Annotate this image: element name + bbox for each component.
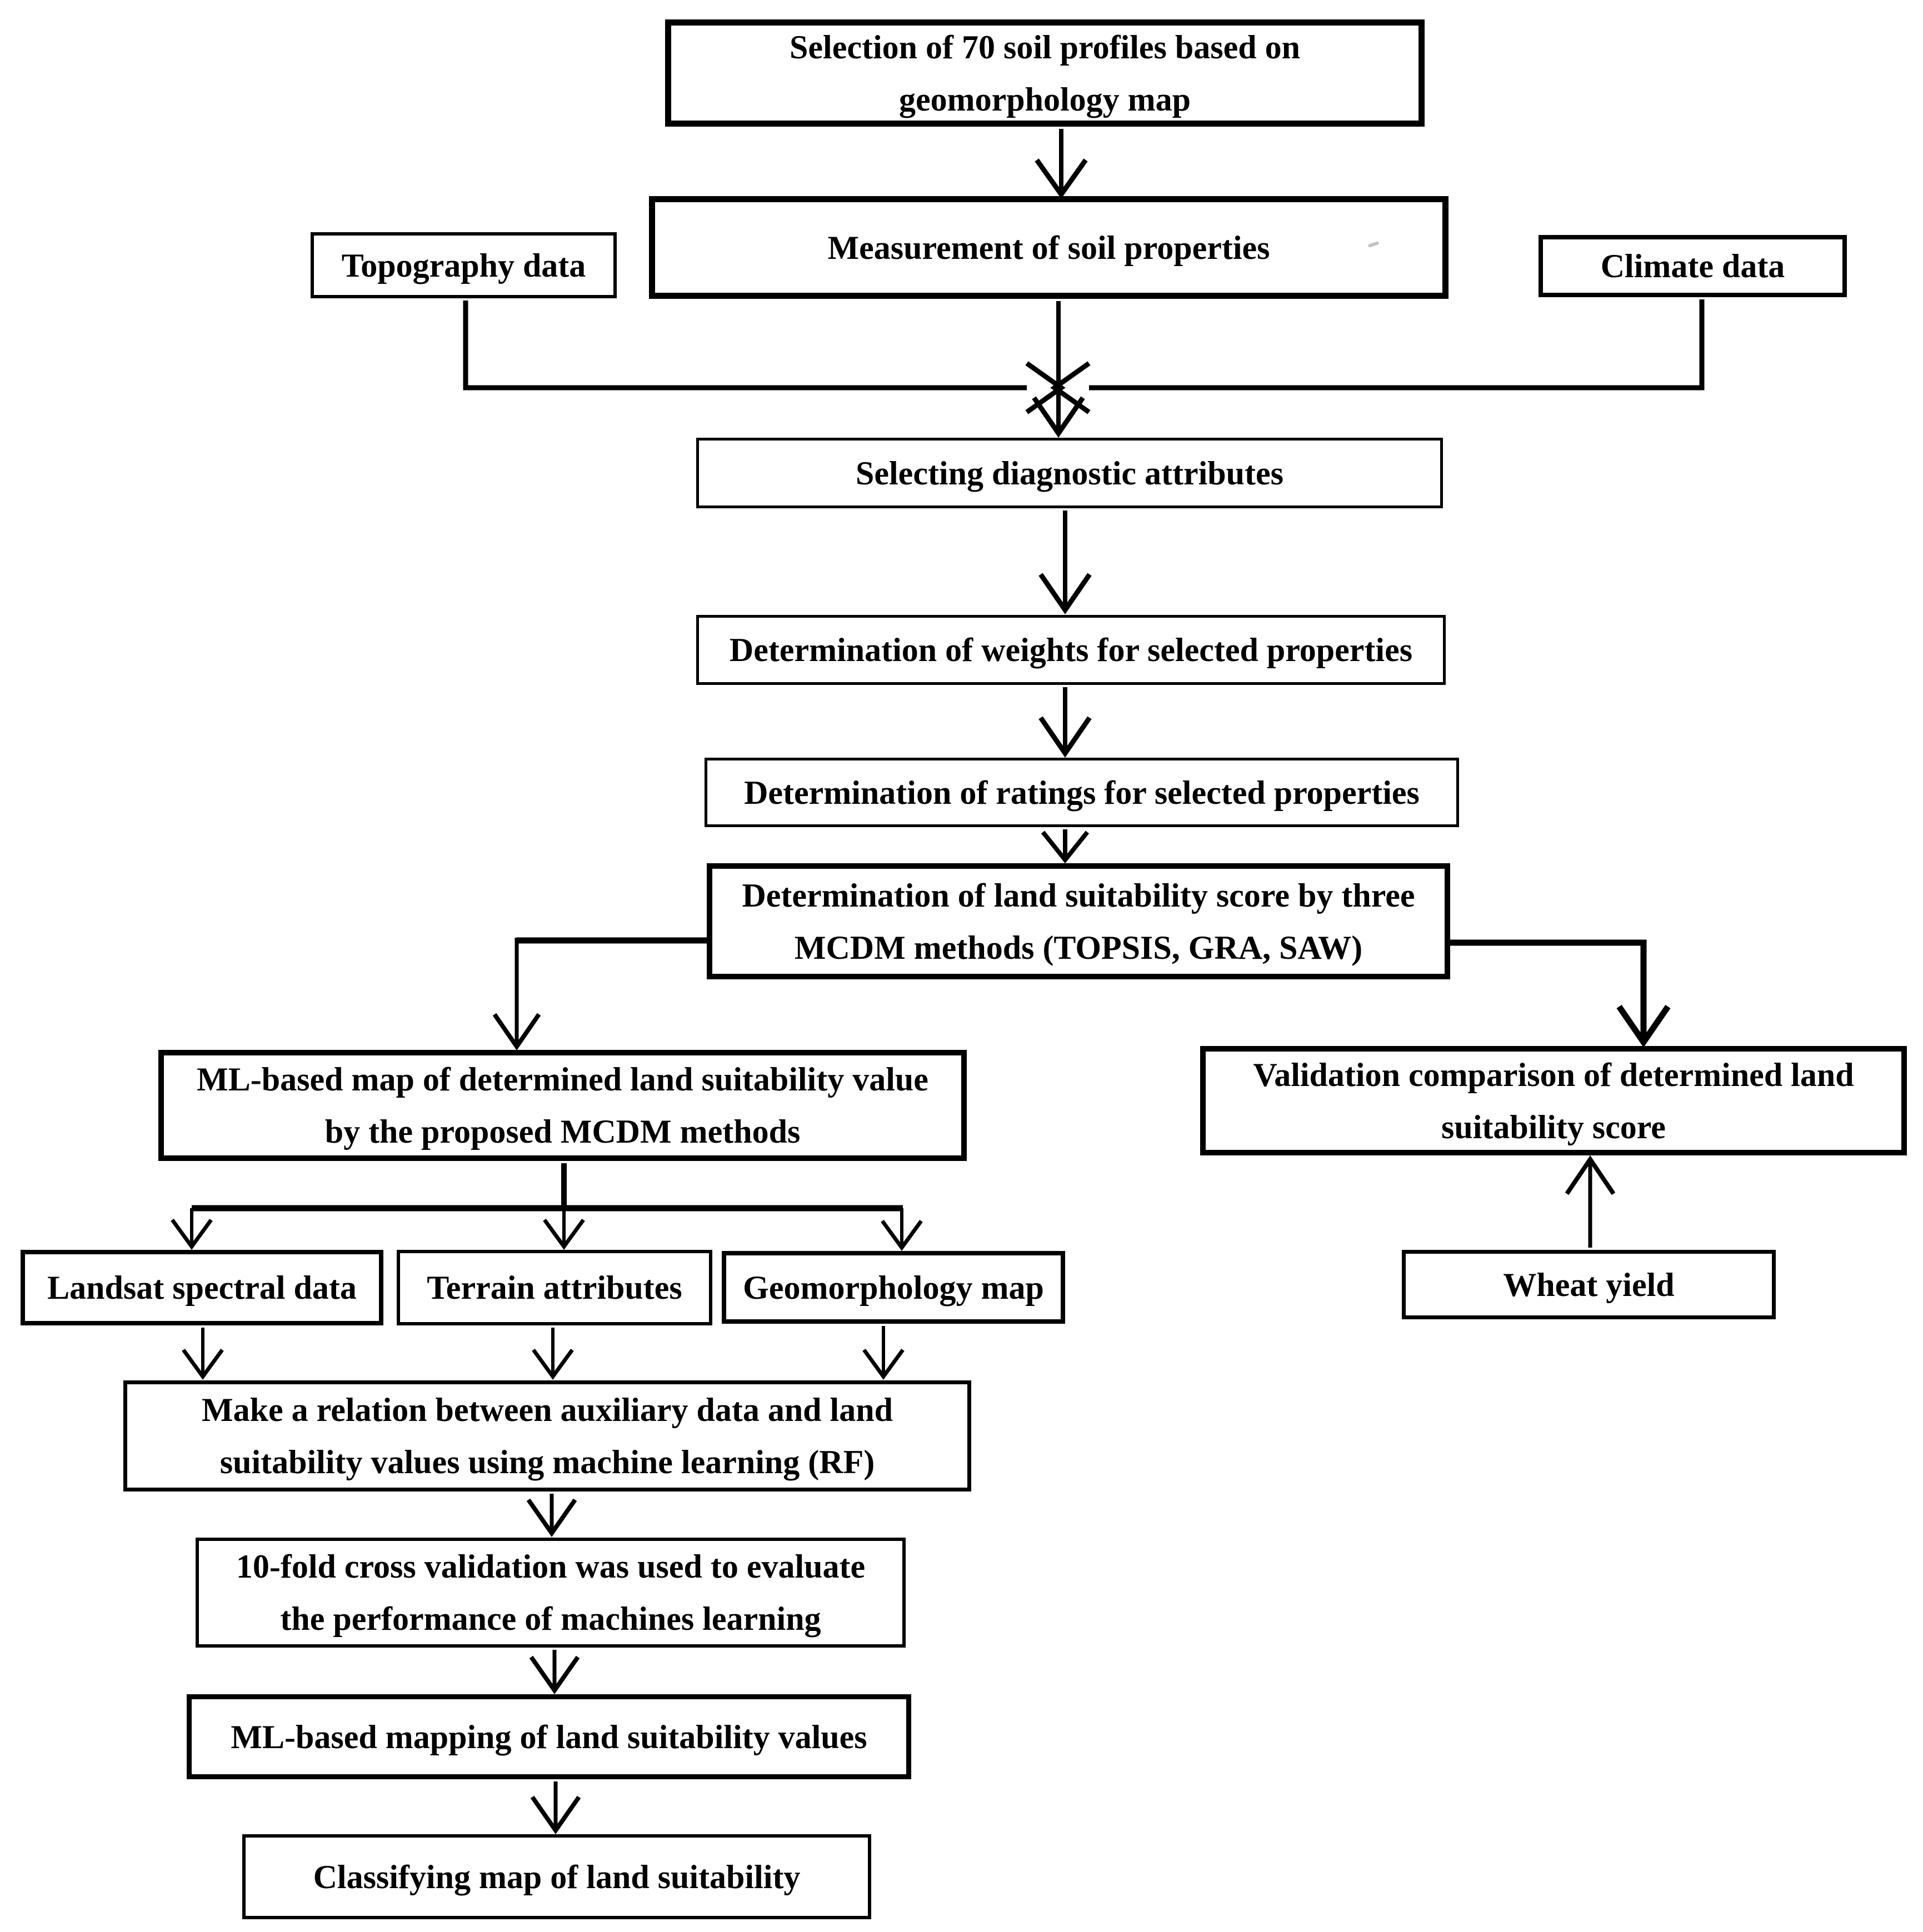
arrow-landsat-to-relation bbox=[182, 1328, 224, 1380]
node-landsat-label: Landsat spectral data bbox=[47, 1269, 357, 1306]
arrow-distribution-to-terrain bbox=[543, 1208, 585, 1250]
arrow-relation-to-crossval bbox=[526, 1494, 577, 1537]
arrowhead-right-icon bbox=[1025, 361, 1066, 414]
node-terrain-attributes: Terrain attributes bbox=[397, 1250, 712, 1325]
node-landsat-spectral-data: Landsat spectral data bbox=[21, 1250, 383, 1325]
arrowhead-down-icon bbox=[1038, 716, 1092, 758]
node-topography-label: Topography data bbox=[341, 247, 586, 284]
arrow-mcdm-to-mlmap bbox=[492, 937, 707, 1051]
node-classify-label: Classifying map of land suitability bbox=[313, 1858, 801, 1895]
node-climate-label: Climate data bbox=[1600, 248, 1785, 284]
arrow-mcdm-to-validation bbox=[1450, 939, 1671, 1048]
arrowhead-down-icon bbox=[171, 1218, 213, 1250]
arrow-climate-to-junction bbox=[1050, 299, 1705, 414]
node-land-suitability-score-mcdm: Determination of land suitability score … bbox=[707, 863, 1450, 979]
arrow-mlmapping-to-classify bbox=[530, 1781, 581, 1834]
arrowhead-up-icon bbox=[1565, 1155, 1616, 1195]
arrowhead-down-icon bbox=[530, 1795, 581, 1834]
arrow-topography-to-junction bbox=[463, 301, 1066, 414]
node-mlmap-label: ML-based map of determined land suitabil… bbox=[197, 1061, 928, 1150]
node-crossval-label: 10-fold cross validation was used to eva… bbox=[236, 1548, 866, 1637]
arrow-terrain-to-relation bbox=[532, 1328, 574, 1380]
arrowhead-down-icon bbox=[1035, 158, 1088, 199]
arrowhead-down-icon bbox=[532, 1348, 574, 1380]
arrowhead-down-icon bbox=[492, 1013, 541, 1051]
node-selection-label: Selection of 70 soil profiles based on g… bbox=[790, 28, 1300, 118]
node-ml-based-map-mcdm: ML-based map of determined land suitabil… bbox=[158, 1050, 967, 1161]
node-relation-label: Make a relation between auxiliary data a… bbox=[202, 1392, 893, 1480]
node-selection-of-soil-profiles: Selection of 70 soil profiles based on g… bbox=[665, 19, 1425, 127]
node-ml-based-mapping: ML-based mapping of land suitability val… bbox=[187, 1694, 911, 1779]
arrow-distribution-to-geomorph bbox=[881, 1208, 923, 1251]
node-validation-comparison: Validation comparison of determined land… bbox=[1200, 1046, 1907, 1155]
arrow-weights-to-ratings bbox=[1038, 687, 1092, 758]
arrowhead-down-icon bbox=[526, 1498, 577, 1537]
arrowhead-left-icon bbox=[1050, 361, 1091, 414]
arrow-shaft bbox=[1450, 939, 1647, 1040]
arrow-shaft bbox=[463, 301, 1027, 391]
node-mlmapping-label: ML-based mapping of land suitability val… bbox=[231, 1718, 867, 1755]
arrowhead-down-icon bbox=[182, 1348, 224, 1380]
node-selecting-label: Selecting diagnostic attributes bbox=[856, 454, 1283, 492]
arrow-crossval-to-mlmapping bbox=[529, 1650, 580, 1694]
node-climate-data: Climate data bbox=[1539, 235, 1847, 297]
arrow-distribution-to-landsat bbox=[171, 1208, 213, 1250]
node-measurement-label: Measurement of soil properties bbox=[827, 229, 1270, 266]
node-wheat-yield: Wheat yield bbox=[1402, 1250, 1776, 1319]
connector-mlmap-distribution bbox=[192, 1163, 903, 1212]
arrowhead-down-icon bbox=[881, 1219, 923, 1251]
node-classifying-map: Classifying map of land suitability bbox=[242, 1834, 871, 1919]
arrow-measurement-to-selecting bbox=[1032, 301, 1085, 438]
arrowhead-down-icon bbox=[1616, 1004, 1671, 1048]
node-mcdm-label: Determination of land suitability score … bbox=[742, 877, 1415, 966]
arrow-selection-to-measurement bbox=[1035, 129, 1088, 199]
arrow-geomorph-to-relation bbox=[862, 1326, 905, 1380]
node-selecting-diagnostic-attributes: Selecting diagnostic attributes bbox=[696, 438, 1443, 508]
node-10-fold-cross-validation: 10-fold cross validation was used to eva… bbox=[196, 1538, 906, 1648]
arrow-ratings-to-mcdm bbox=[1041, 829, 1090, 864]
node-relation-machine-learning: Make a relation between auxiliary data a… bbox=[123, 1380, 971, 1491]
node-wheat-label: Wheat yield bbox=[1503, 1266, 1675, 1303]
node-geomorphology-map: Geomorphology map bbox=[722, 1251, 1065, 1324]
arrowhead-down-icon bbox=[543, 1218, 585, 1250]
arrowhead-down-icon bbox=[1032, 396, 1085, 438]
node-terrain-label: Terrain attributes bbox=[427, 1269, 682, 1306]
arrowhead-down-icon bbox=[529, 1655, 580, 1694]
arrow-shaft bbox=[1089, 299, 1705, 391]
node-determination-of-weights: Determination of weights for selected pr… bbox=[696, 615, 1446, 685]
arrowhead-down-icon bbox=[862, 1348, 905, 1380]
node-ratings-label: Determination of ratings for selected pr… bbox=[744, 774, 1420, 811]
node-determination-of-ratings: Determination of ratings for selected pr… bbox=[705, 758, 1459, 827]
arrow-wheat-to-validation bbox=[1565, 1155, 1616, 1248]
arrowhead-down-icon bbox=[1038, 573, 1092, 614]
arrow-selecting-to-weights bbox=[1038, 510, 1092, 614]
node-topography-data: Topography data bbox=[311, 232, 617, 298]
node-validation-label: Validation comparison of determined land… bbox=[1253, 1056, 1854, 1145]
node-geomorph-label: Geomorphology map bbox=[743, 1269, 1044, 1306]
node-measurement-of-soil-properties: Measurement of soil properties bbox=[649, 196, 1449, 299]
arrowhead-down-icon bbox=[1041, 830, 1090, 864]
node-weights-label: Determination of weights for selected pr… bbox=[729, 632, 1413, 668]
